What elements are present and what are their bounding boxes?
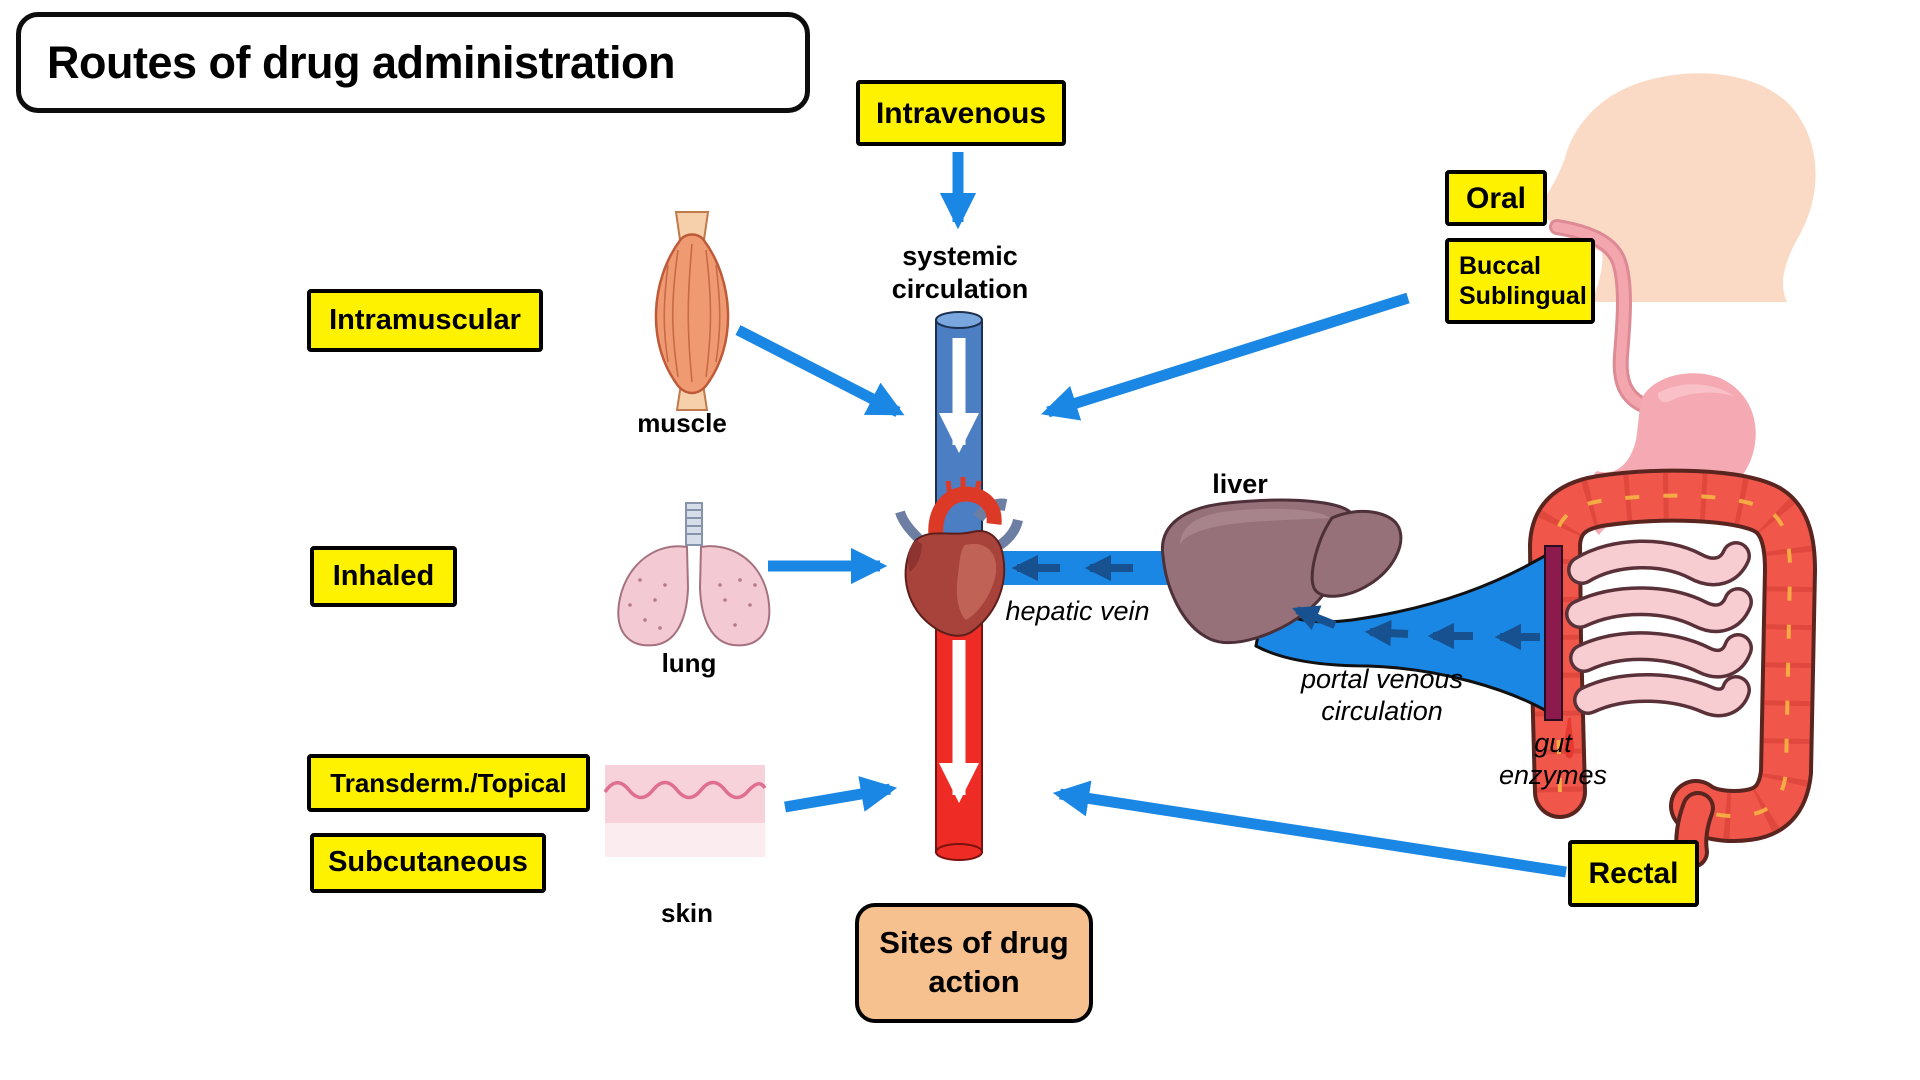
portal-flow-arrows [1292, 605, 1540, 651]
buccal-oral-arrow [1041, 292, 1410, 421]
blood-drip [1564, 718, 1575, 759]
lung-illustration [617, 502, 771, 647]
heart-illustration [895, 477, 1023, 637]
route-box-buccal-sublingual: Buccal Sublingual [1445, 238, 1595, 324]
page-title-box: Routes of drug administration [16, 12, 810, 113]
intestines-illustration [1528, 468, 1817, 869]
label-lung: lung [661, 648, 717, 678]
intramuscular-arrow [735, 325, 905, 417]
label-hepatic-vein: hepatic vein [1005, 596, 1150, 626]
route-box-intravenous: Intravenous [856, 80, 1066, 146]
sites-of-drug-action-box: Sites of drug action [855, 903, 1093, 1023]
label-portal-venous-circulation: portal venous circulation [1300, 664, 1464, 726]
skin-illustration [603, 765, 767, 857]
label-systemic-circulation: systemic circulation [891, 241, 1029, 304]
portal-bar [1544, 545, 1563, 721]
route-box-inhaled: Inhaled [310, 546, 457, 607]
route-box-intramuscular: Intramuscular [307, 289, 543, 352]
route-box-oral: Oral [1445, 170, 1547, 226]
skin-arrow [784, 776, 898, 813]
esophagus-illustration [1549, 219, 1649, 412]
muscle-illustration [654, 211, 730, 411]
rectal-arrow [1052, 780, 1567, 878]
label-skin: skin [660, 898, 714, 928]
route-box-rectal: Rectal [1568, 840, 1699, 907]
route-box-subcutaneous: Subcutaneous [310, 833, 546, 893]
route-box-transdermal-topical: Transderm./Topical [307, 754, 590, 812]
label-gut-enzymes: gut enzymes [1498, 728, 1608, 790]
page-title: Routes of drug administration [47, 36, 676, 88]
label-muscle: muscle [637, 408, 727, 438]
label-liver: liver [1212, 469, 1268, 499]
